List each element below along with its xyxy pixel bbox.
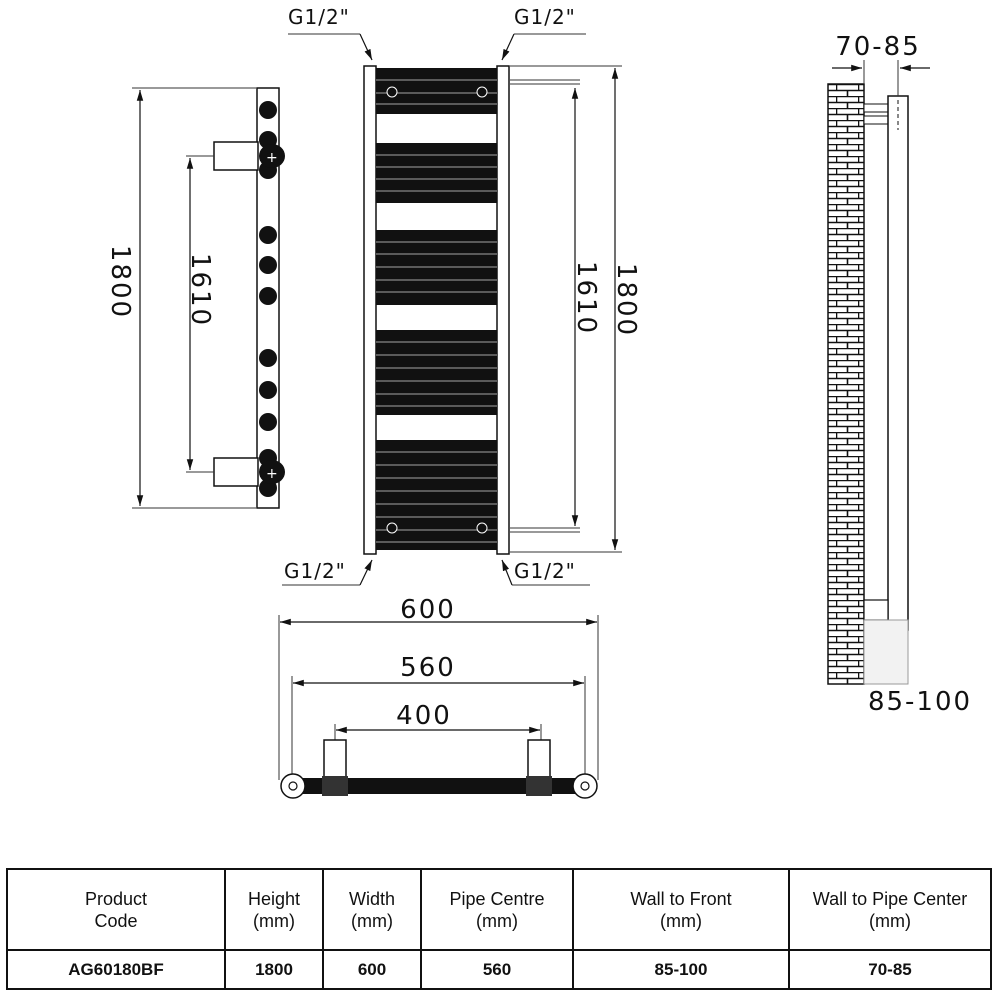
wall-side-view: 70-85 85-100 xyxy=(827,32,972,717)
front-pipe-centre-label: 1610 xyxy=(571,261,601,335)
pipe-size-top-left: G1/2" xyxy=(288,5,350,29)
svg-text:+: + xyxy=(266,466,278,482)
pipe-size-top-right: G1/2" xyxy=(514,5,576,29)
spec-table-row: AG60180BF 1800 600 560 85-100 70-85 xyxy=(6,949,992,990)
pipe-size-bottom-left: G1/2" xyxy=(284,559,346,583)
header-height: Height(mm) xyxy=(224,867,324,952)
cell-pipe-centre: 560 xyxy=(420,949,574,990)
header-wall-to-front: Wall to Front(mm) xyxy=(572,867,790,952)
svg-text:+: + xyxy=(266,150,278,166)
side-pipe-centre-label: 1610 xyxy=(185,253,215,327)
cell-product-code: AG60180BF xyxy=(6,949,226,990)
header-wall-to-pipe-center: Wall to Pipe Center(mm) xyxy=(788,867,992,952)
plan-width-label: 600 xyxy=(400,595,456,625)
plan-view: 600 560 400 xyxy=(278,595,599,799)
front-overall-height-label: 1800 xyxy=(611,263,641,337)
side-overall-height-label: 1800 xyxy=(105,245,135,319)
wall-bracket-top: + xyxy=(213,141,285,171)
pipe-callout-top-left: G1/2" xyxy=(288,5,373,61)
cell-height: 1800 xyxy=(224,949,324,990)
technical-drawing: + + 1800 1610 xyxy=(105,5,972,799)
cell-wall-to-pipe-center: 70-85 xyxy=(788,949,992,990)
wall-bracket-bottom: + xyxy=(213,457,285,487)
wall-to-front-label: 85-100 xyxy=(868,687,972,717)
pipe-callout-bottom-left: G1/2" xyxy=(282,559,373,586)
wall-to-pipe-label: 70-85 xyxy=(835,32,921,62)
cell-wall-to-front: 85-100 xyxy=(572,949,790,990)
header-pipe-centre: Pipe Centre(mm) xyxy=(420,867,574,952)
pipe-size-bottom-right: G1/2" xyxy=(514,559,576,583)
plan-bracket-centre-label: 400 xyxy=(396,701,452,731)
side-view: + + 1800 1610 xyxy=(105,87,285,509)
cell-width: 600 xyxy=(322,949,422,990)
pipe-callout-top-right: G1/2" xyxy=(501,5,586,61)
plan-pipe-centre-label: 560 xyxy=(400,653,456,683)
header-width: Width(mm) xyxy=(322,867,422,952)
front-view: 1610 1800 G1/2" G1/2" G1/2" G1/2" xyxy=(282,5,641,586)
pipe-callout-bottom-right: G1/2" xyxy=(501,559,590,586)
